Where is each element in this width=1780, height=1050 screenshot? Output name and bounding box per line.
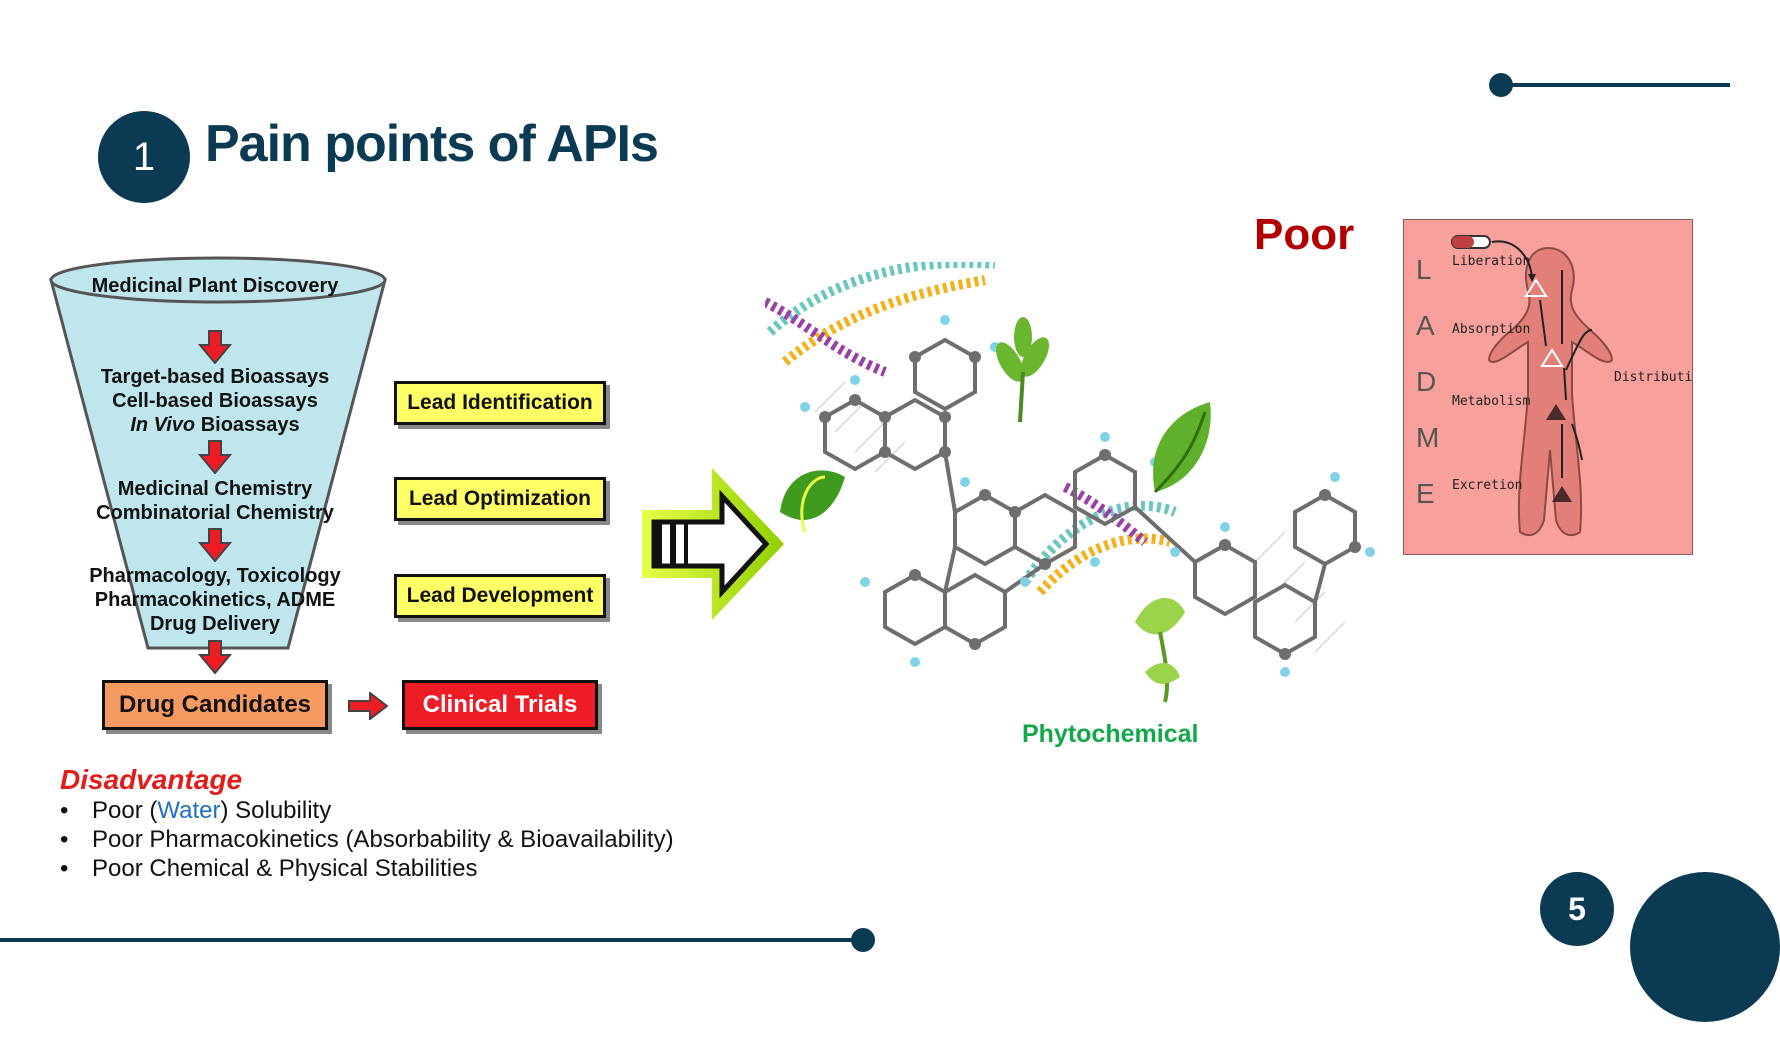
funnel-stage-pharmacology: Pharmacology, Toxicology Pharmacokinetic… [60,564,370,636]
solubility-pre: Poor ( [92,797,158,824]
bottom-line-dot [851,928,875,952]
adme-letter-l: L [1416,254,1432,285]
bioassay-target: Target-based Bioassays [100,366,330,388]
invivo-rest: Bioassays [200,414,300,436]
lead-optimization-box: Lead Optimization [394,477,606,521]
phytochemical-caption: Phytochemical [1022,720,1199,748]
section-number-badge: 1 [98,111,190,203]
invivo-italic: In Vivo [130,414,196,436]
adme-letter-a: A [1416,310,1435,341]
page-number-badge: 5 [1540,872,1614,946]
ladme-panel: L A D M E Liberation Absorption Distribu… [1403,219,1693,555]
adme-letter-e: E [1416,478,1435,509]
flow-arrows [1539,270,1593,478]
poor-heading: Poor [1254,210,1355,259]
disadvantage-item-pharmacokinetics: Poor Pharmacokinetics (Absorbability & B… [60,825,674,854]
chem-medicinal: Medicinal Chemistry [117,478,313,500]
leaf-left [780,470,845,533]
adme-letter-d: D [1416,366,1437,397]
disadvantage-list: Poor (Water) Solubility Poor Pharmacokin… [60,796,674,883]
big-right-arrow [642,468,784,620]
label-liberation: Liberation [1452,254,1531,269]
marker-3 [1546,404,1566,420]
body-figure [1451,235,1614,537]
ribbon-middle [1020,482,1177,596]
funnel-top-label: Medicinal Plant Discovery [91,275,339,297]
leaf-cluster-top [996,317,1049,423]
pharm-adme: Pharmacokinetics, ADME [94,589,336,611]
label-metabolism: Metabolism [1452,394,1531,409]
decor-circle-large [1630,872,1780,1022]
right-arrow-small [348,692,388,720]
body-silhouette [1487,246,1614,537]
ribbon-top [765,262,996,377]
down-arrow-1 [198,330,232,364]
label-distribution: Distribution [1614,370,1693,385]
solubility-post: ) Solubility [220,797,332,824]
top-decor-line [1500,83,1730,87]
down-arrow-2 [198,440,232,474]
label-absorption: Absorption [1452,322,1531,337]
liberation-arrow [1491,240,1533,277]
pharm-delivery: Drug Delivery [149,613,281,635]
bioassay-cell: Cell-based Bioassays [112,390,318,412]
background-pattern [814,381,1346,653]
phytochemical-illustration [765,262,1375,703]
funnel-stage-chemistry: Medicinal Chemistry Combinatorial Chemis… [60,477,370,525]
marker-4 [1552,486,1572,502]
funnel-stage-bioassays: Target-based Bioassays Cell-based Bioass… [60,365,370,437]
drug-candidates-box: Drug Candidates [102,680,328,730]
page-title: Pain points of APIs [205,115,659,173]
disadvantage-item-stabilities: Poor Chemical & Physical Stabilities [60,854,674,883]
chem-combinatorial: Combinatorial Chemistry [96,502,334,524]
down-arrow-4 [198,640,232,674]
leaf-large-right [1153,402,1211,494]
marker-1 [1524,278,1548,297]
adme-letter-m: M [1416,422,1440,453]
bioassay-invivo: In Vivo Bioassays [60,413,370,437]
water-highlight: Water [157,797,221,824]
disadvantage-item-solubility: Poor (Water) Solubility [60,796,674,825]
funnel-rim [49,256,387,304]
lead-development-box: Lead Development [394,574,606,618]
bottom-decor-line [0,938,865,942]
lead-identification-box: Lead Identification [394,381,606,425]
leaf-bottom [1135,598,1185,703]
marker-2 [1540,348,1564,367]
down-arrow-3 [198,528,232,562]
label-excretion: Excretion [1452,478,1523,493]
disadvantage-heading: Disadvantage [60,764,243,795]
clinical-trials-box: Clinical Trials [402,680,598,730]
pharm-tox: Pharmacology, Toxicology [89,565,341,587]
molecule-atoms [819,351,1361,660]
